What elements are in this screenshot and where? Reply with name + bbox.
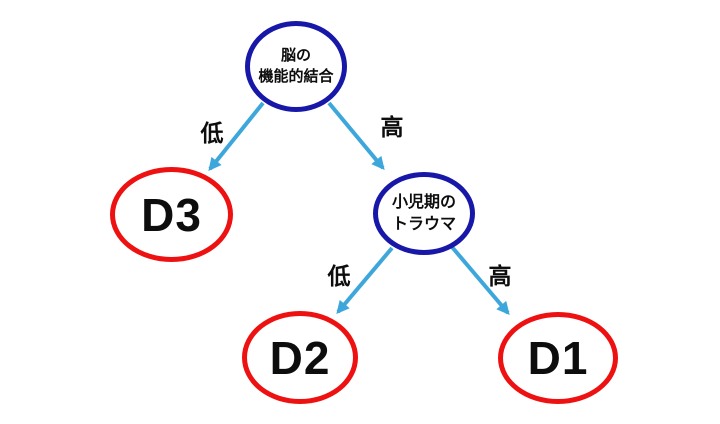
node-d1: D1 bbox=[498, 312, 618, 404]
node-label-line2: 機能的結合 bbox=[258, 67, 334, 85]
edge-label-high: 高 bbox=[488, 263, 512, 289]
node-label-line1: 脳の bbox=[280, 47, 311, 65]
node-label: D2 bbox=[269, 331, 331, 384]
node-childhood-trauma: 小児期の トラウマ bbox=[373, 172, 475, 255]
node-label-line1: 小児期の bbox=[391, 193, 456, 211]
arrow-root-to-d3 bbox=[208, 101, 265, 172]
edge-label-low: 低 bbox=[200, 120, 224, 146]
node-d3: D3 bbox=[110, 167, 233, 262]
node-label: D1 bbox=[527, 332, 589, 384]
node-label: D3 bbox=[141, 188, 202, 241]
arrow-trauma-to-d1 bbox=[450, 245, 510, 315]
node-brain-functional-connectivity: 脳の 機能的結合 bbox=[245, 21, 347, 112]
edge-label-low: 低 bbox=[327, 263, 351, 289]
arrow-trauma-to-d2 bbox=[336, 246, 394, 314]
edge-label-high: 高 bbox=[380, 114, 404, 140]
node-d2: D2 bbox=[242, 311, 358, 404]
node-label-line2: トラウマ bbox=[391, 215, 456, 233]
arrow-root-to-trauma bbox=[327, 101, 385, 170]
